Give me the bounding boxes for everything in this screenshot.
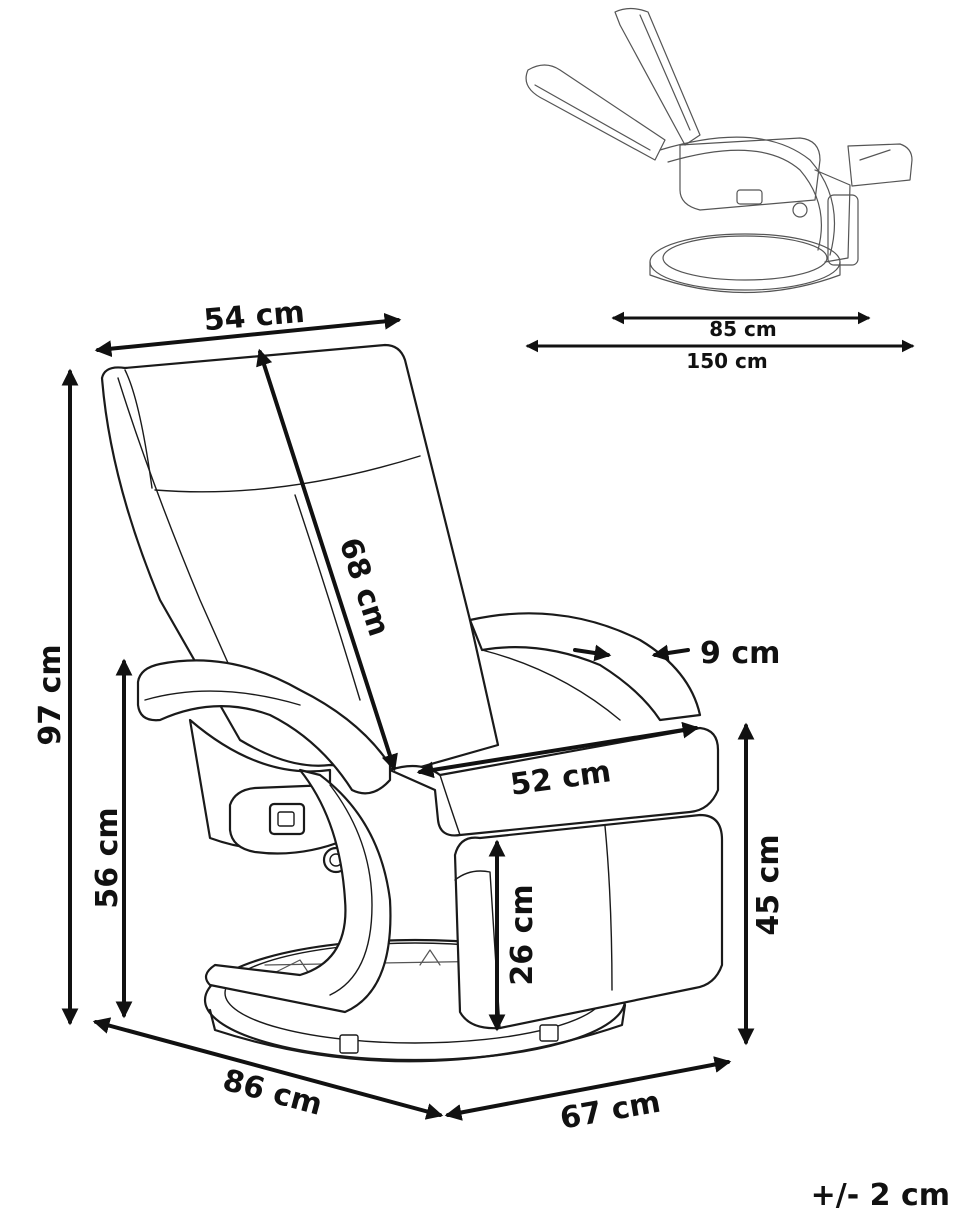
label-tolerance: +/- 2 cm: [811, 1178, 950, 1213]
label-reclined-length: 150 cm: [686, 349, 767, 373]
label-armrest-width: 9 cm: [700, 636, 780, 671]
dimension-lines: [61, 311, 915, 1121]
label-armrest-height: 56 cm: [90, 807, 125, 908]
main-chair-illustration: [100, 343, 724, 1063]
reclined-chair-illustration: [525, 7, 913, 294]
label-seat-height: 45 cm: [751, 834, 786, 935]
dim-line-total-depth: [92, 1017, 444, 1120]
dim-line-backrest: [256, 348, 398, 772]
label-total-height: 97 cm: [33, 644, 68, 745]
label-footrest-height: 26 cm: [505, 884, 540, 985]
label-reclined-depth: 85 cm: [709, 317, 777, 341]
dim-line-armrest-width-left: [573, 644, 612, 662]
dim-line-seat-width: [94, 312, 402, 358]
dim-line-seat-depth: [416, 721, 700, 779]
label-total-depth: 86 cm: [219, 1063, 326, 1123]
dim-line-total-width: [444, 1056, 732, 1121]
dim-line-armrest-width-right: [651, 644, 690, 662]
